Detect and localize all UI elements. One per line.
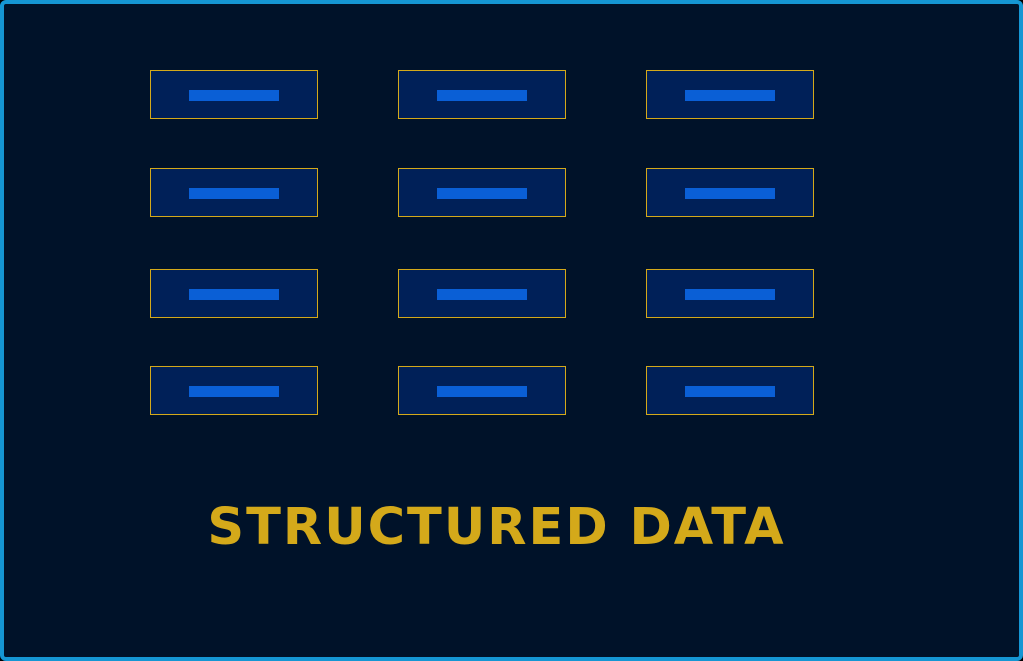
cell-bar [189, 386, 279, 397]
caption: STRUCTURED DATA [207, 498, 786, 557]
cell-bar [437, 188, 527, 199]
cell-bar [189, 90, 279, 101]
grid-cell-r4-c3 [646, 366, 814, 415]
grid-cell-r2-c2 [398, 168, 566, 217]
cell-bar [685, 90, 775, 101]
grid-cell-r3-c3 [646, 269, 814, 318]
grid-cell-r2-c1 [150, 168, 318, 217]
cell-bar [437, 289, 527, 300]
cell-bar [685, 289, 775, 300]
cell-bar [189, 289, 279, 300]
grid-cell-r2-c3 [646, 168, 814, 217]
grid-cell-r1-c1 [150, 70, 318, 119]
grid-cell-r3-c1 [150, 269, 318, 318]
grid-cell-r4-c1 [150, 366, 318, 415]
cell-bar [189, 188, 279, 199]
grid-cell-r4-c2 [398, 366, 566, 415]
cell-bar [437, 90, 527, 101]
grid-cell-r1-c2 [398, 70, 566, 119]
cell-bar [685, 386, 775, 397]
grid-cell-r1-c3 [646, 70, 814, 119]
cell-bar [437, 386, 527, 397]
cell-bar [685, 188, 775, 199]
grid-cell-r3-c2 [398, 269, 566, 318]
